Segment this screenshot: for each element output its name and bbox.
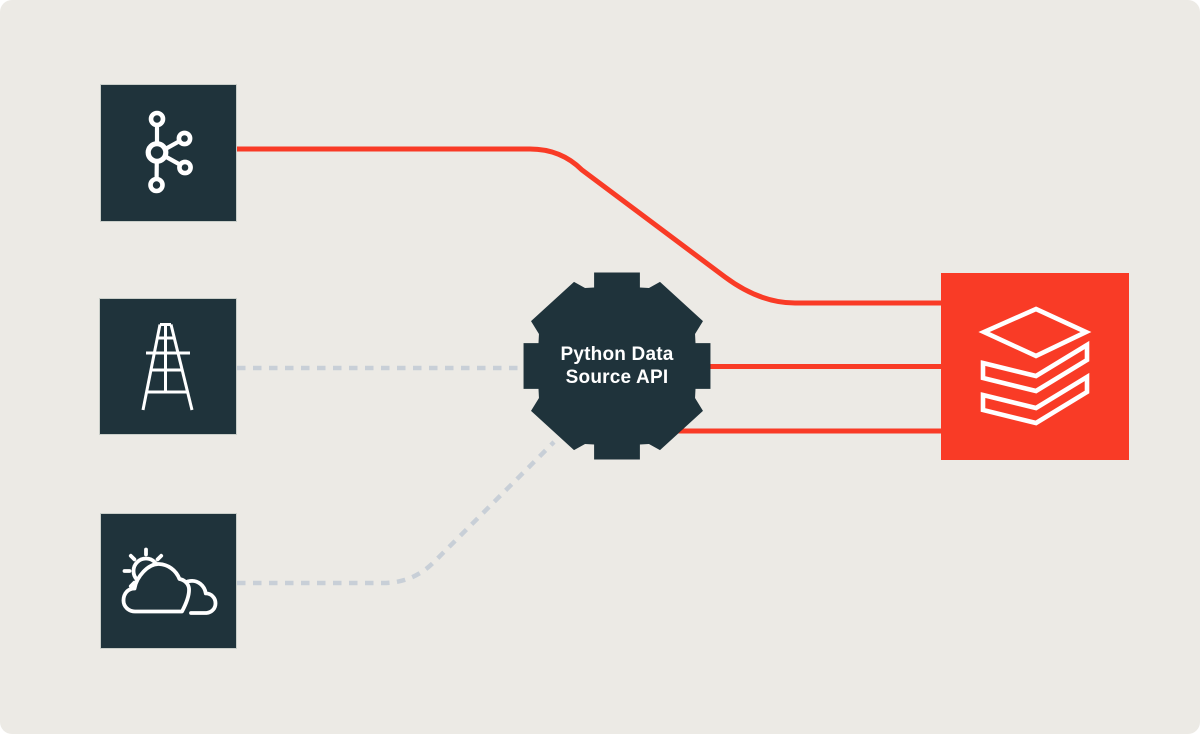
kafka-logo — [145, 110, 193, 194]
sun-cloud-icon — [121, 547, 217, 615]
processor-gear: Python Data Source API — [517, 266, 717, 466]
databricks-logo — [978, 306, 1092, 426]
gear-icon — [523, 272, 711, 460]
source-node-kafka — [100, 84, 237, 222]
source-node-weather — [100, 513, 237, 649]
oil-derrick-icon — [141, 322, 194, 410]
target-node-databricks — [941, 273, 1129, 460]
processor-label-line1: Python Data — [560, 344, 674, 365]
wire-cloud-to-gear — [237, 440, 556, 586]
processor-label: Python Data Source API — [517, 266, 717, 466]
wire-kafka-to-databricks — [232, 146, 946, 306]
processor-label-line2: Source API — [565, 367, 669, 388]
source-node-oil-rig — [99, 298, 237, 435]
